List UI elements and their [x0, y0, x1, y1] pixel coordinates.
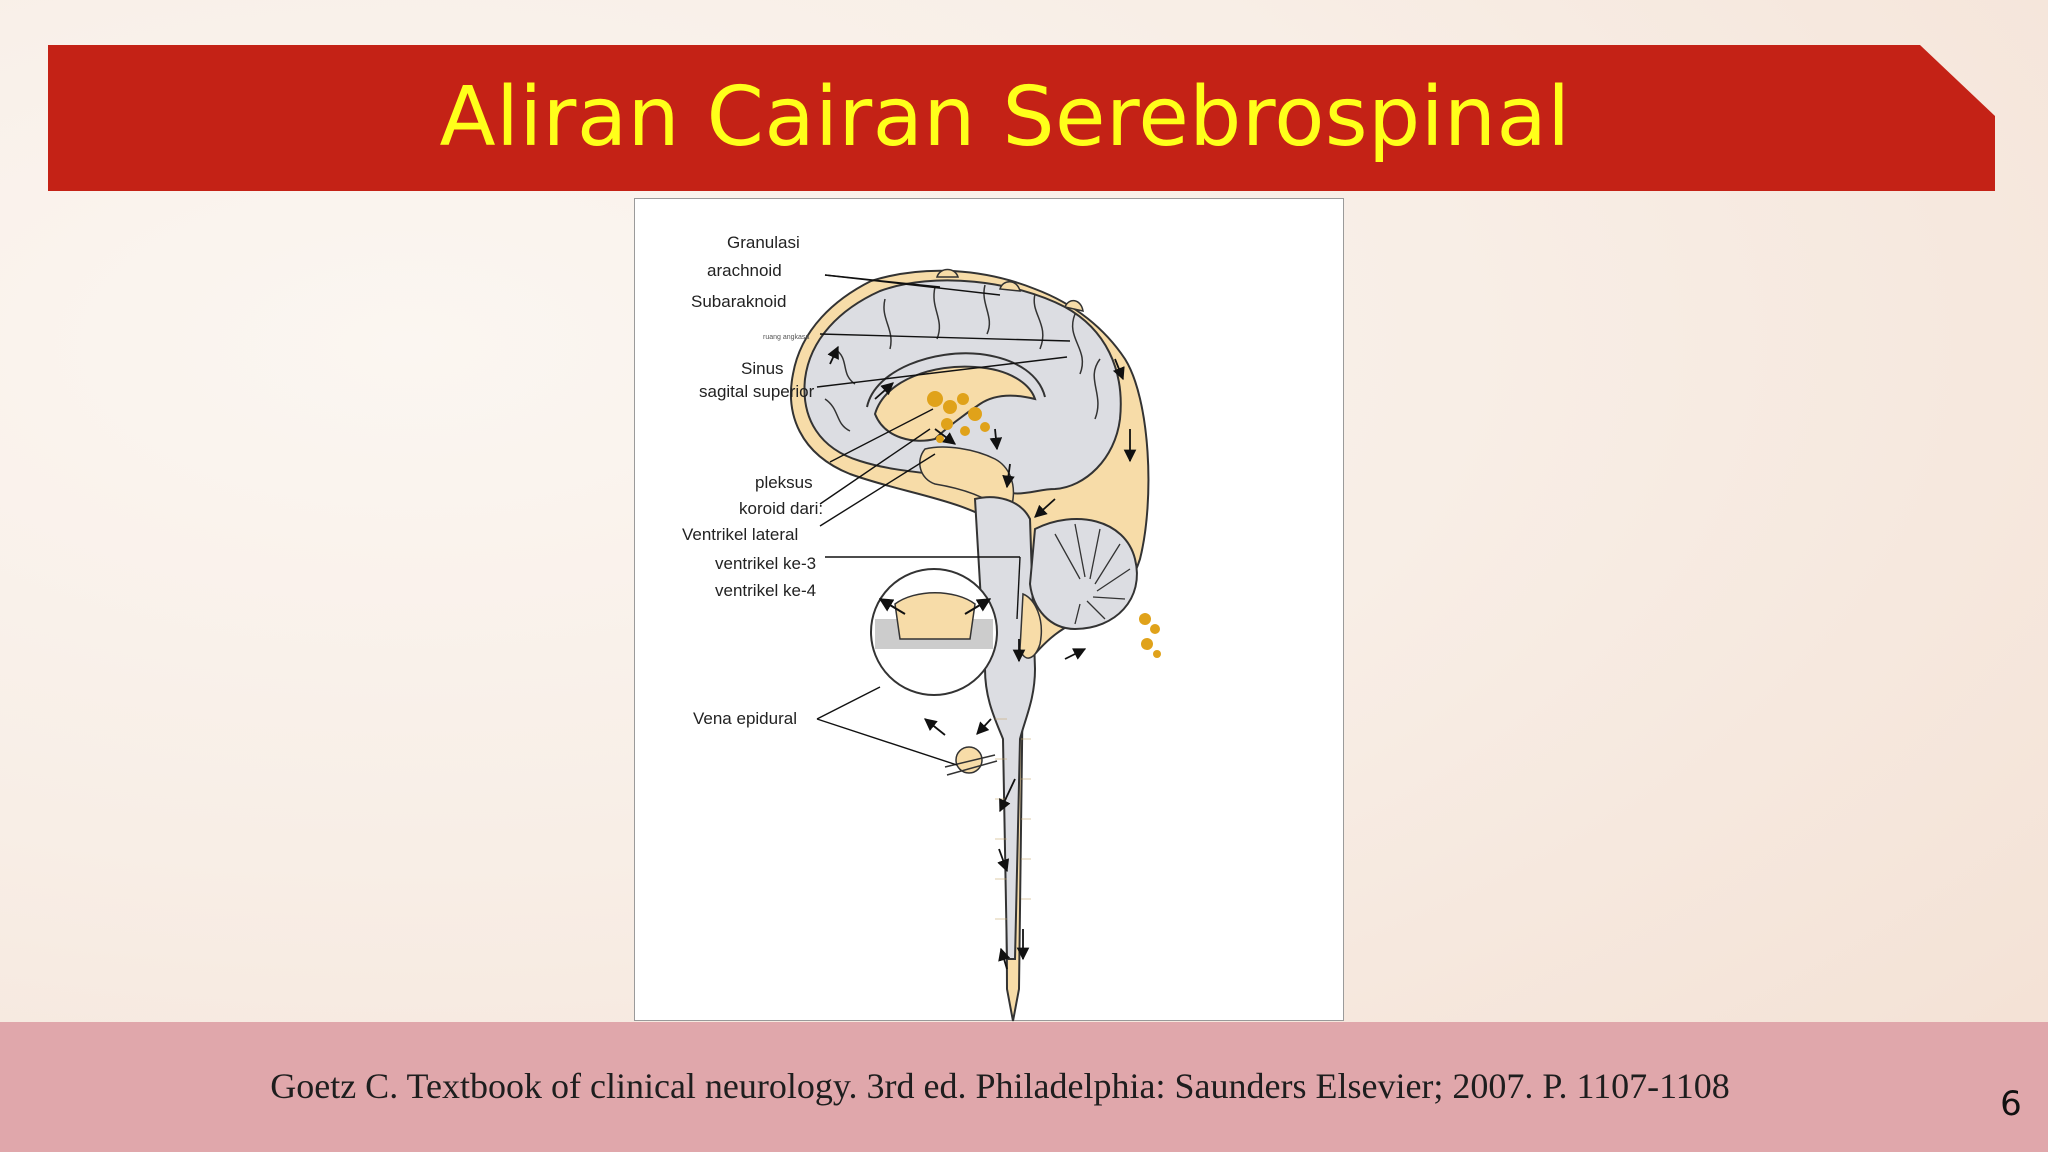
slide-title: Aliran Cairan Serebrospinal — [439, 70, 1571, 165]
csf-stripes — [995, 718, 1031, 920]
arachnoid-granulations — [935, 268, 1084, 312]
leader-lines — [816, 274, 1071, 766]
cerebellum — [1028, 518, 1138, 631]
brainstem — [973, 496, 1037, 960]
label-ruang-angkasa: ruang angkasa — [763, 334, 809, 341]
label-arachnoid: arachnoid — [707, 261, 782, 280]
label-sagital-superior: sagital superior — [699, 382, 815, 401]
csf-flow-diagram: Granulasi arachnoid Subaraknoid ruang an… — [634, 198, 1344, 1022]
choroid-plexus — [927, 391, 1161, 658]
label-sinus: Sinus — [741, 359, 784, 378]
title-banner — [48, 45, 1995, 191]
label-ventrikel-ke4: ventrikel ke-4 — [715, 581, 816, 600]
footer-band — [0, 1022, 2048, 1152]
csf-diagram-svg: Granulasi arachnoid Subaraknoid ruang an… — [682, 233, 1161, 1022]
epidural-inset — [870, 568, 998, 696]
label-subaraknoid: Subaraknoid — [691, 292, 786, 311]
citation: Goetz C. Textbook of clinical neurology.… — [270, 1066, 1730, 1106]
label-pleksus: pleksus — [755, 473, 813, 492]
label-granulasi: Granulasi — [727, 233, 800, 252]
label-ventrikel-lateral: Ventrikel lateral — [682, 525, 798, 544]
flow-arrows — [827, 345, 1137, 970]
label-vena-epidural: Vena epidural — [693, 709, 797, 728]
label-ventrikel-ke3: ventrikel ke-3 — [715, 554, 816, 573]
label-koroid-dari: koroid dari: — [739, 499, 823, 518]
page-number: 6 — [2000, 1084, 2022, 1124]
